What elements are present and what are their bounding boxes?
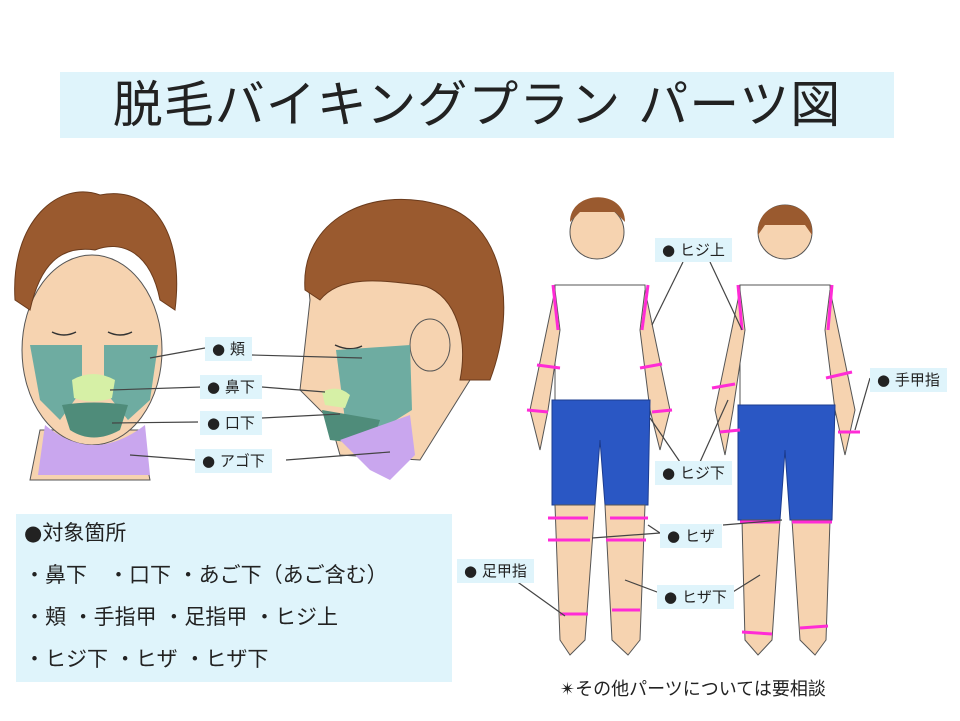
label-lower-lip: ● 口下 <box>200 411 262 435</box>
side-neck-area <box>340 415 415 480</box>
side-upper-lip-area <box>322 388 350 408</box>
front-upper-lip-area <box>72 374 115 402</box>
panel-line-2: ・頬 ・手指甲 ・足指甲 ・ヒジ上 <box>24 605 339 629</box>
front-chin-area <box>62 402 128 438</box>
side-face-figure <box>299 198 505 480</box>
label-knee: ● ヒザ <box>660 524 722 548</box>
label-under-chin: ● アゴ下 <box>195 449 272 473</box>
title-background <box>60 72 894 138</box>
target-areas-panel: ●対象箇所 ・鼻下 ・口下 ・あご下（あご含む） ・頬 ・手指甲 ・足指甲 ・ヒ… <box>16 514 452 682</box>
label-below-knee: ● ヒザ下 <box>657 585 734 609</box>
body-back-figure <box>714 204 856 656</box>
body-markers <box>526 284 860 636</box>
label-lower-elbow: ● ヒジ下 <box>655 461 732 485</box>
label-foot-back-toes: ● 足甲指 <box>457 559 534 583</box>
other-parts-note: ✴その他パーツについては要相談 <box>560 679 826 700</box>
front-cheek-right-area <box>104 345 158 420</box>
label-cheek: ● 頬 <box>205 337 252 361</box>
panel-heading: ●対象箇所 <box>24 521 127 545</box>
label-upper-lip: ● 鼻下 <box>200 375 262 399</box>
front-cheek-left-area <box>30 345 82 420</box>
body-front-figure <box>529 197 671 656</box>
label-upper-elbow: ● ヒジ上 <box>655 238 732 262</box>
label-hand-back-fingers: ● 手甲指 <box>870 368 947 392</box>
front-neck-area <box>38 425 150 475</box>
page-title: 脱毛バイキングプラン パーツ図 <box>112 76 842 134</box>
body-leader-lines <box>511 261 871 617</box>
panel-line-1: ・鼻下 ・口下 ・あご下（あご含む） <box>24 563 388 587</box>
face-leader-lines <box>109 347 391 461</box>
side-cheek-area <box>336 345 412 430</box>
panel-line-3: ・ヒジ下 ・ヒザ ・ヒザ下 <box>24 647 269 671</box>
front-face-figure <box>14 191 178 481</box>
